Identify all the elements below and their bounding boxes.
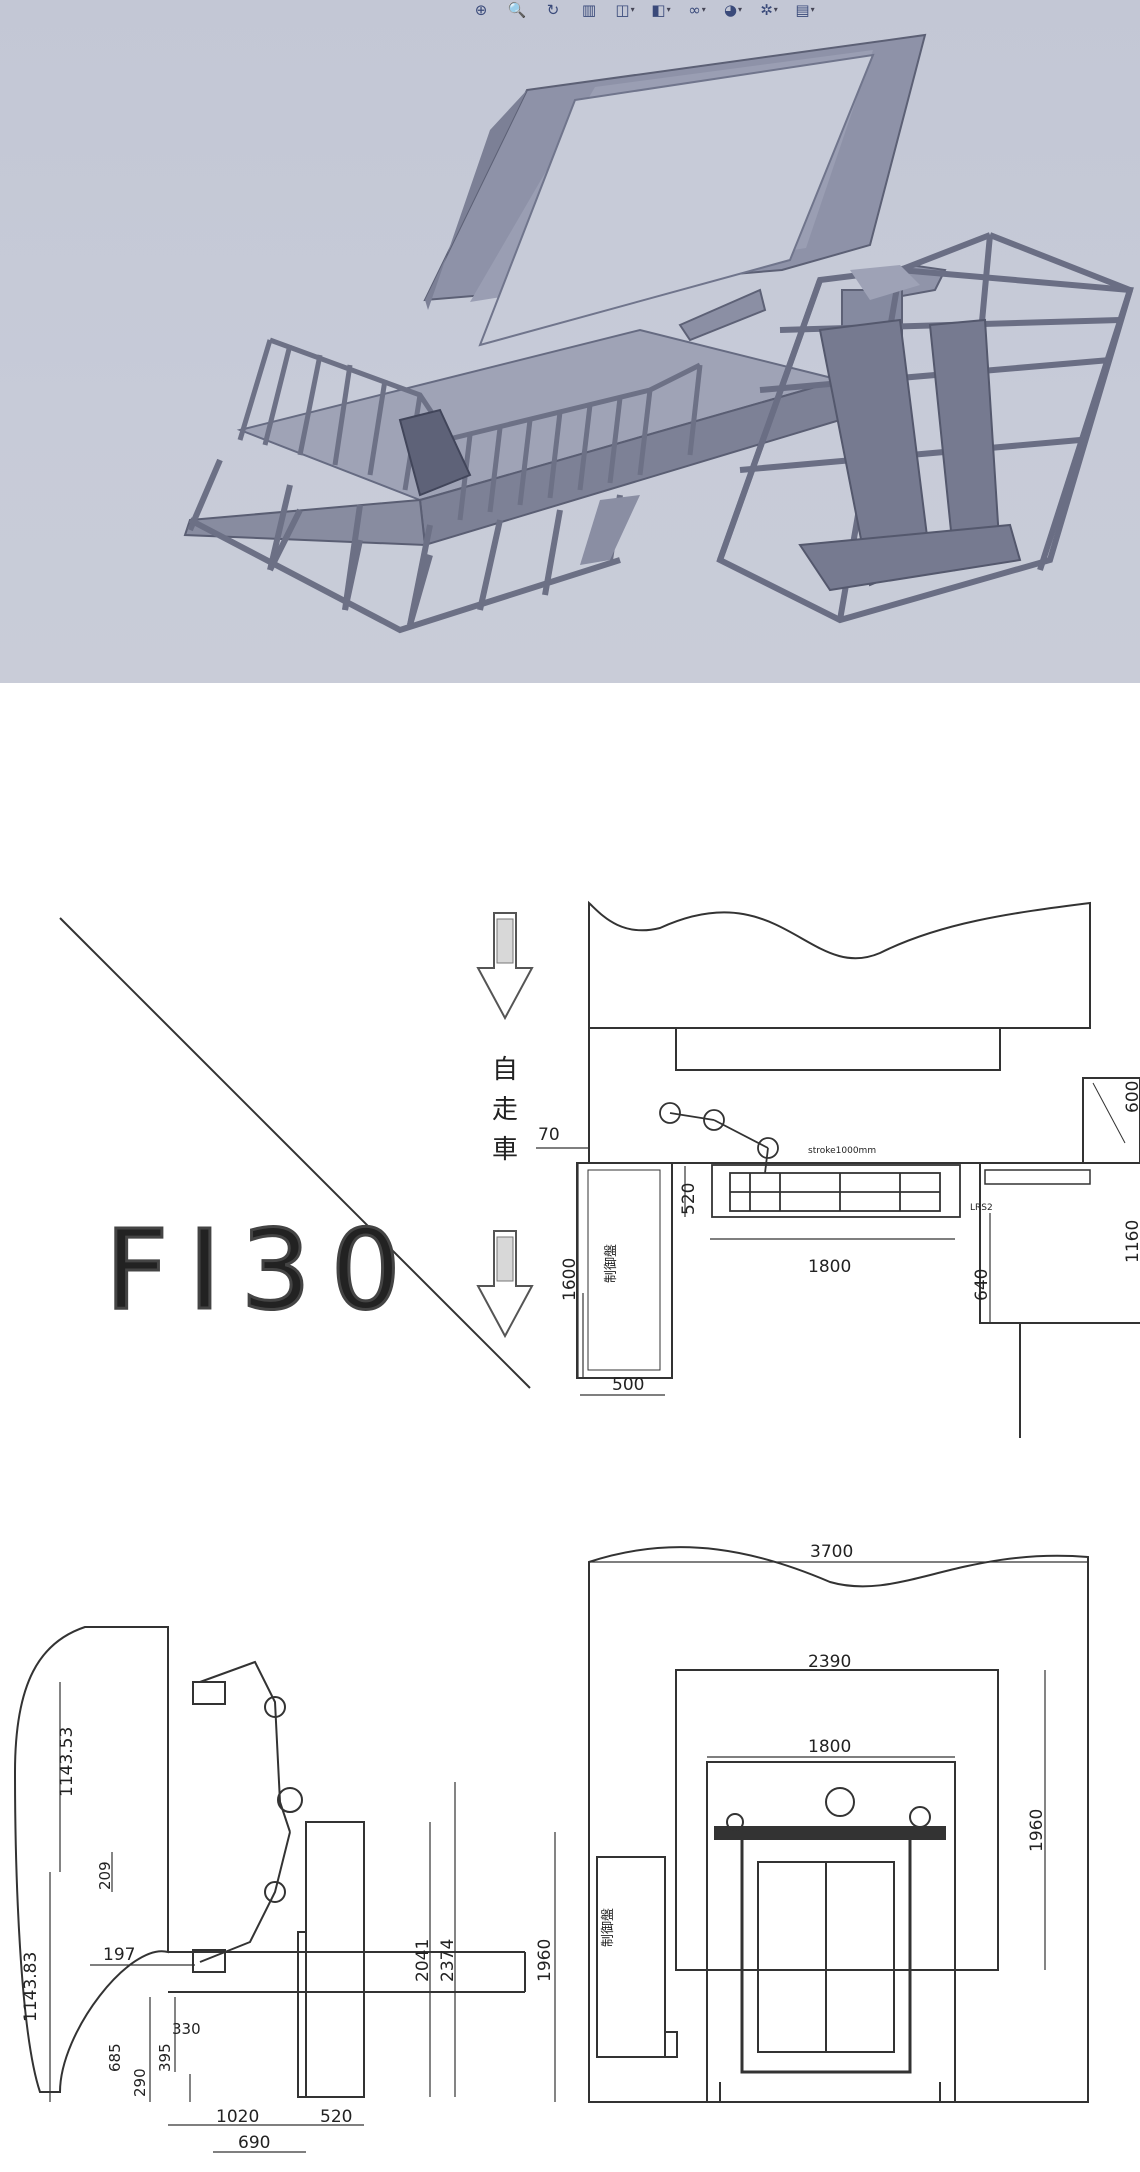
press-bolster [675, 1027, 1001, 1071]
plate-window [478, 53, 875, 347]
front-view [588, 1546, 1089, 2103]
vehicle-label-2: 走 [492, 1095, 518, 1125]
dim-side-2041: 2041 [413, 1939, 433, 1982]
plan-view-drawing: FI30 自 走 車 制御盤 stroke1000mm LRS2 [59, 900, 1140, 1438]
robot-stroke-label: stroke1000mm [808, 1146, 876, 1156]
cad-3d-viewport[interactable]: ⊕ 🔍 ↻ ▥ ◫▾ ◧▾ ∞▾ ◕▾ ✲▾ ▤▾ [0, 0, 1140, 683]
dim-side-395: 395 [156, 2043, 174, 2072]
dim-front-1960-right: 1960 [1027, 1809, 1047, 1852]
dim-plan-500: 500 [612, 1375, 644, 1395]
section-view-icon[interactable]: ▥ [581, 1, 597, 19]
cad-model [183, 33, 1134, 634]
dim-side-209: 209 [96, 1861, 114, 1890]
dim-side-520: 520 [320, 2107, 352, 2127]
side-dimension-lines [49, 1682, 456, 2153]
dim-side-197: 197 [103, 1945, 135, 1965]
robot-vehicle-plan [659, 1102, 961, 1218]
fence-label: LRS2 [970, 1203, 993, 1213]
plan-dimension-lines [536, 1147, 991, 1396]
view-settings-icon[interactable]: ▤▾ [795, 1, 815, 19]
dim-front-3700: 3700 [810, 1542, 853, 1562]
zoom-to-fit-icon[interactable]: ⊕ [474, 1, 488, 19]
control-cabinet-plan [576, 1162, 673, 1379]
dim-side-1143-53: 1143.53 [57, 1727, 77, 1797]
rotate-view-icon[interactable]: ↻ [546, 1, 560, 19]
control-box [398, 408, 472, 497]
robot-base [798, 318, 1022, 592]
dim-side-1143-83: 1143.83 [21, 1952, 41, 2022]
press-outline [588, 900, 1091, 1029]
cabinet-label-front: 制御盤 [601, 1908, 616, 1947]
dim-plan-1800: 1800 [808, 1257, 851, 1277]
dim-plan-1160: 1160 [1123, 1220, 1140, 1263]
diagonal-divider-line [59, 917, 531, 1389]
dim-plan-640: 640 [972, 1269, 992, 1301]
fence-box [1082, 1077, 1140, 1164]
dim-side-1020: 1020 [216, 2107, 259, 2127]
dim-front-1960-left: 1960 [535, 1939, 555, 1982]
dim-side-330: 330 [172, 2020, 201, 2038]
scene-icon[interactable]: ✲▾ [760, 1, 778, 19]
dim-side-290: 290 [131, 2068, 149, 2097]
path-arrow-top [476, 912, 534, 1021]
dim-plan-600: 600 [1123, 1081, 1140, 1113]
plan-title: FI30 [105, 1206, 421, 1334]
dim-plan-520: 520 [679, 1183, 699, 1215]
display-style-icon[interactable]: ◧▾ [651, 1, 671, 19]
cabinet-label-plan: 制御盤 [604, 1244, 619, 1283]
view-orientation-icon[interactable]: ◫▾ [615, 1, 635, 19]
hide-show-icon[interactable]: ∞▾ [688, 1, 706, 19]
path-arrow-bottom [476, 1230, 534, 1339]
dim-front-1800: 1800 [808, 1737, 851, 1757]
elevation-views-drawing: 制御盤 3700 2390 1800 1960 1960 11 [13, 1542, 1089, 2153]
appearance-icon[interactable]: ◕▾ [723, 1, 743, 19]
dim-side-685: 685 [106, 2043, 124, 2072]
front-dimension-lines [554, 1561, 1088, 2102]
zoom-area-icon[interactable]: 🔍 [507, 1, 527, 19]
vehicle-label-3: 車 [492, 1135, 518, 1165]
dim-plan-1600: 1600 [560, 1258, 580, 1301]
side-view [13, 1626, 526, 2098]
dim-plan-70: 70 [538, 1125, 560, 1145]
dim-side-690: 690 [238, 2133, 270, 2153]
view-toolbar: ⊕ 🔍 ↻ ▥ ◫▾ ◧▾ ∞▾ ◕▾ ✲▾ ▤▾ [466, 0, 820, 22]
dim-front-2390: 2390 [808, 1652, 851, 1672]
vehicle-label-1: 自 [492, 1055, 518, 1085]
dim-side-2374: 2374 [438, 1939, 458, 1982]
